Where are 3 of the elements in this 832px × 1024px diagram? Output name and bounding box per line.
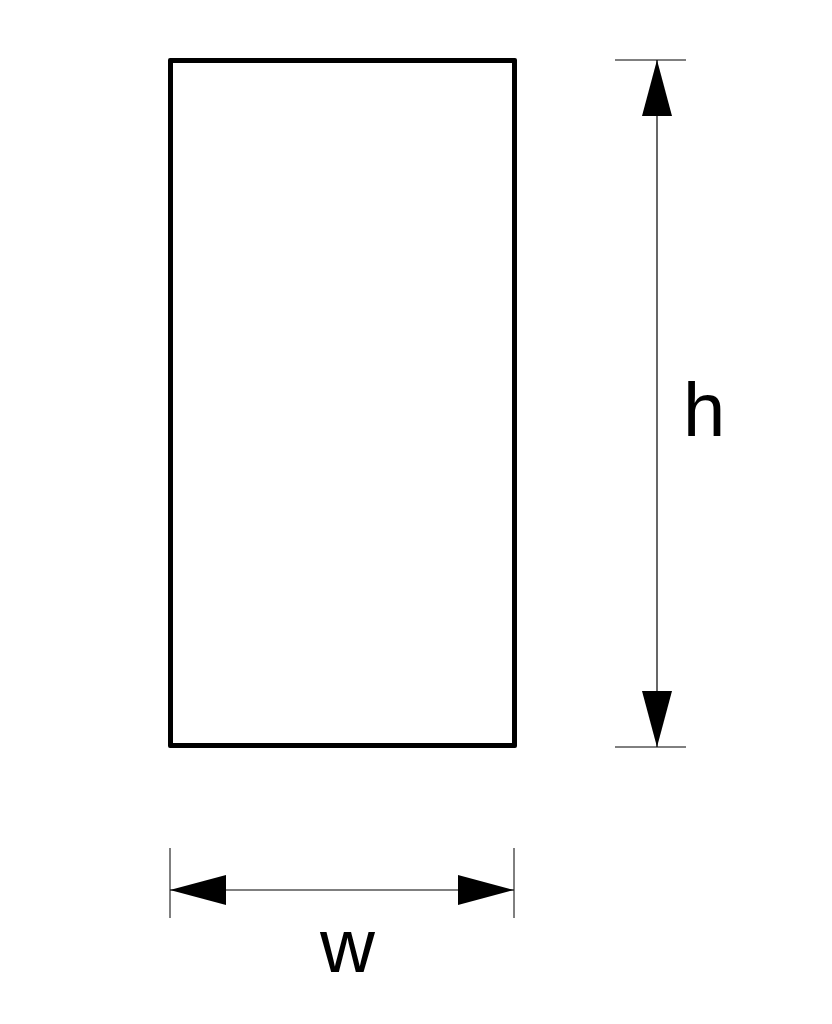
dimension-label: h — [683, 372, 726, 448]
dimension-label: w — [320, 908, 375, 984]
rectangle-outline — [168, 58, 517, 748]
